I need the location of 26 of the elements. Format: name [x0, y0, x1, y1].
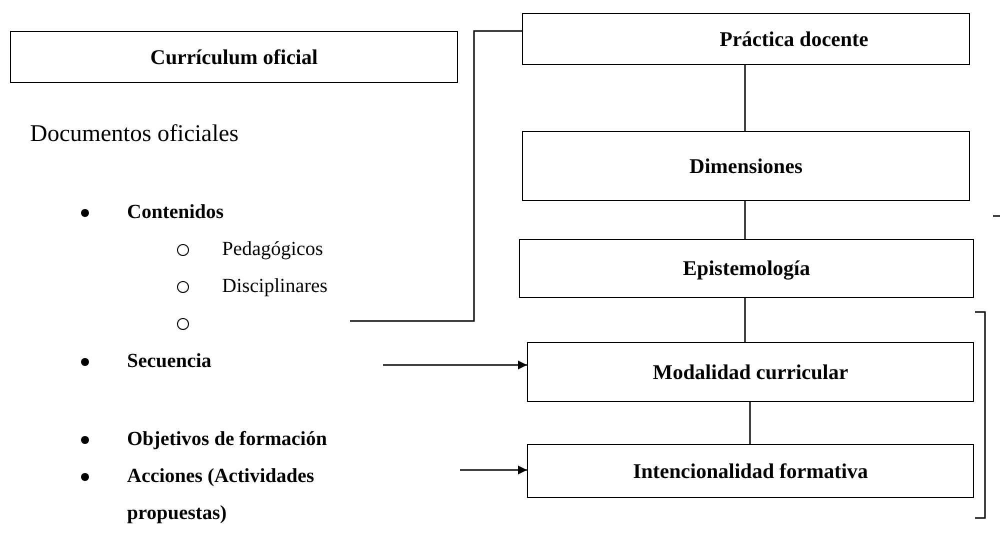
box-label: Modalidad curricular	[652, 360, 848, 384]
arrow	[460, 466, 527, 474]
section-heading: Documentos oficiales	[30, 120, 240, 149]
process-box	[519, 239, 974, 298]
box-label: Práctica docente	[720, 26, 868, 52]
process-box	[522, 131, 970, 201]
list-item-text: Objetivos de formación	[127, 427, 328, 452]
box-label: Intencionalidad formativa	[632, 458, 868, 484]
connector-line	[744, 298, 746, 342]
process-box	[527, 444, 974, 498]
connector-line	[749, 402, 751, 444]
list-item-text: Acciones (Actividades propuestas)	[127, 464, 316, 526]
connector-line	[744, 201, 746, 239]
arrow	[383, 360, 527, 370]
box-label: Dimensiones	[689, 154, 803, 178]
list-item-text: Pedagógicos	[222, 237, 324, 262]
list-item-text: Secuencia	[127, 349, 212, 374]
list-item-text: Disciplinares	[222, 274, 329, 299]
process-box	[10, 31, 458, 83]
box-label: Epistemología	[682, 256, 810, 281]
box-label: Currículum oficial	[150, 44, 318, 70]
process-box	[522, 13, 970, 65]
list-item-text: Contenidos	[127, 200, 225, 225]
connector-line	[744, 65, 746, 131]
process-box	[527, 342, 974, 402]
connector-line	[350, 30, 522, 322]
